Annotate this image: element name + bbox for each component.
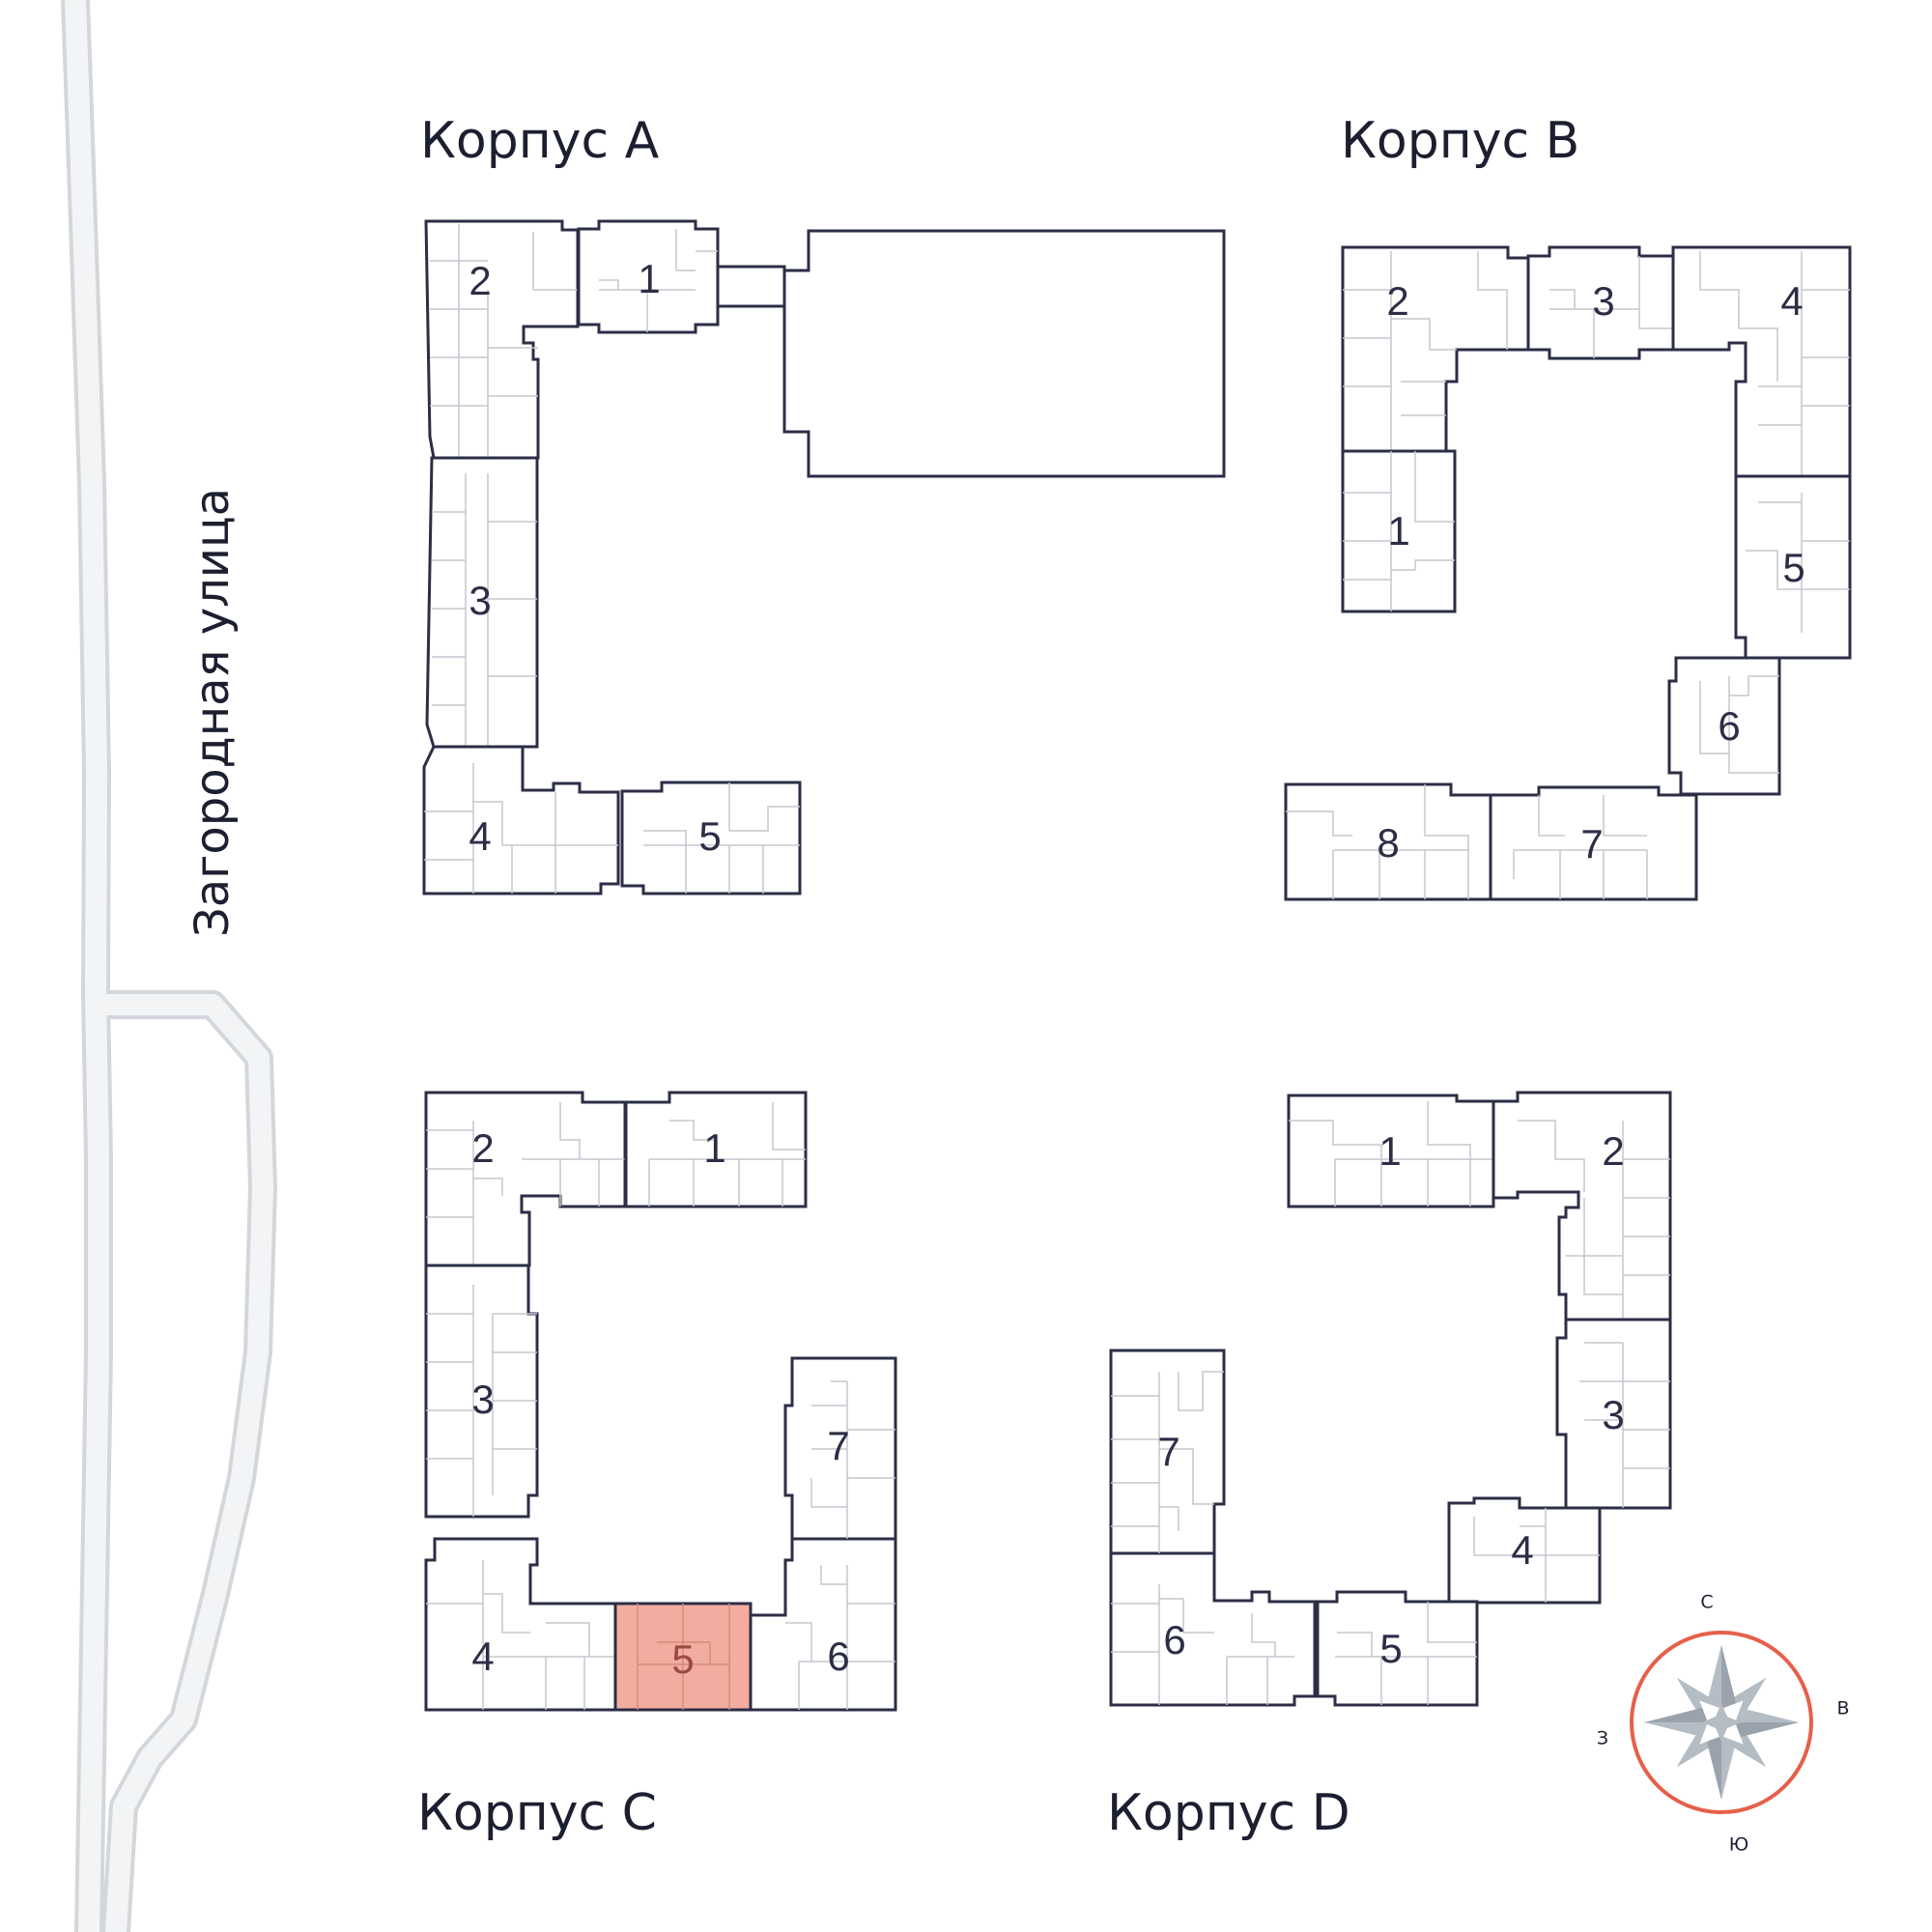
section-label: 7 <box>1157 1429 1179 1474</box>
section-label: 5 <box>1379 1626 1402 1671</box>
compass-north-label: С <box>1700 1592 1713 1613</box>
compass-west-label: З <box>1597 1728 1608 1749</box>
building-d-section-5[interactable]: 5 <box>1316 1590 1479 1707</box>
compass-south-label: Ю <box>1729 1834 1749 1856</box>
section-label: 1 <box>1378 1128 1401 1174</box>
building-c-section-6[interactable]: 6 <box>749 1537 897 1712</box>
section-label: 4 <box>1780 278 1803 324</box>
building-b-section-6[interactable]: 6 <box>1667 656 1781 796</box>
building-b-section-2[interactable]: 2 <box>1341 245 1530 453</box>
section-label: 8 <box>1377 820 1399 866</box>
building-d-section-1[interactable]: 1 <box>1287 1094 1495 1208</box>
building-c-title: Корпус C <box>417 1784 657 1842</box>
building-d-section-2[interactable]: 2 <box>1492 1091 1672 1321</box>
building-a-section-4[interactable]: 4 <box>422 745 620 895</box>
section-label: 7 <box>1580 821 1603 867</box>
section-label: 3 <box>471 1377 494 1422</box>
building-c-section-7[interactable]: 7 <box>783 1356 897 1541</box>
section-label: 2 <box>469 258 491 303</box>
compass-east-label: В <box>1836 1698 1849 1719</box>
building-c-section-5[interactable]: 5 <box>613 1602 753 1712</box>
section-label: 6 <box>1718 703 1740 749</box>
section-label: 6 <box>1163 1617 1185 1662</box>
section-label: 4 <box>469 813 491 859</box>
section-label: 7 <box>827 1423 849 1468</box>
building-c: Корпус C 2 1 3 4 5 <box>417 1091 897 1842</box>
building-a-section-5[interactable]: 5 <box>620 781 802 895</box>
building-b-section-1[interactable]: 1 <box>1341 449 1457 613</box>
building-a: Корпус A 2 1 3 4 <box>420 112 1226 895</box>
building-a-section-2[interactable]: 2 <box>424 219 580 460</box>
compass-ring <box>1630 1631 1813 1814</box>
compass: С В Ю З <box>1597 1592 1850 1856</box>
section-label: 4 <box>471 1634 494 1679</box>
building-b-section-4[interactable]: 4 <box>1671 245 1852 478</box>
section-label: 3 <box>469 578 491 623</box>
section-label: 1 <box>638 256 660 301</box>
building-d: Корпус D 1 2 3 4 5 <box>1107 1091 1672 1842</box>
section-label: 1 <box>1387 508 1409 554</box>
section-label: 3 <box>1602 1392 1624 1437</box>
building-a-annex[interactable] <box>782 229 1226 478</box>
section-label: 1 <box>703 1125 725 1171</box>
compass-star-icon <box>1644 1645 1799 1800</box>
building-b-section-7[interactable]: 7 <box>1489 785 1698 901</box>
building-a-title: Корпус A <box>420 112 660 170</box>
building-a-section-3[interactable]: 3 <box>425 456 539 749</box>
building-b-section-5[interactable]: 5 <box>1734 474 1852 660</box>
section-label: 2 <box>471 1125 494 1171</box>
building-a-section-1[interactable]: 1 <box>577 219 720 334</box>
building-c-section-2[interactable]: 2 <box>424 1091 627 1267</box>
section-label: 2 <box>1386 278 1408 324</box>
building-a-connector <box>716 265 786 308</box>
section-label: 5 <box>1782 545 1804 590</box>
building-b-title: Корпус B <box>1341 112 1579 170</box>
building-c-section-4[interactable]: 4 <box>424 1537 617 1712</box>
building-b-section-8[interactable]: 8 <box>1284 782 1492 901</box>
building-c-section-1[interactable]: 1 <box>624 1091 808 1208</box>
section-label: 2 <box>1602 1128 1624 1174</box>
building-c-section-3[interactable]: 3 <box>424 1264 539 1519</box>
building-b-section-3[interactable]: 3 <box>1526 245 1675 360</box>
building-d-title: Корпус D <box>1107 1784 1350 1842</box>
building-d-section-7[interactable]: 7 <box>1109 1349 1226 1555</box>
building-b: Корпус B 2 3 4 1 5 <box>1284 112 1852 901</box>
section-label: 6 <box>827 1634 849 1679</box>
section-label: 4 <box>1511 1527 1533 1573</box>
road <box>61 0 277 1932</box>
street-label: Загородная улица <box>185 488 240 937</box>
building-d-section-3[interactable]: 3 <box>1555 1318 1672 1510</box>
section-label: 5 <box>671 1636 694 1682</box>
section-label: 3 <box>1592 278 1614 324</box>
building-d-section-6[interactable]: 6 <box>1109 1551 1317 1707</box>
building-d-section-4[interactable]: 4 <box>1447 1496 1602 1605</box>
section-label: 5 <box>698 813 721 859</box>
